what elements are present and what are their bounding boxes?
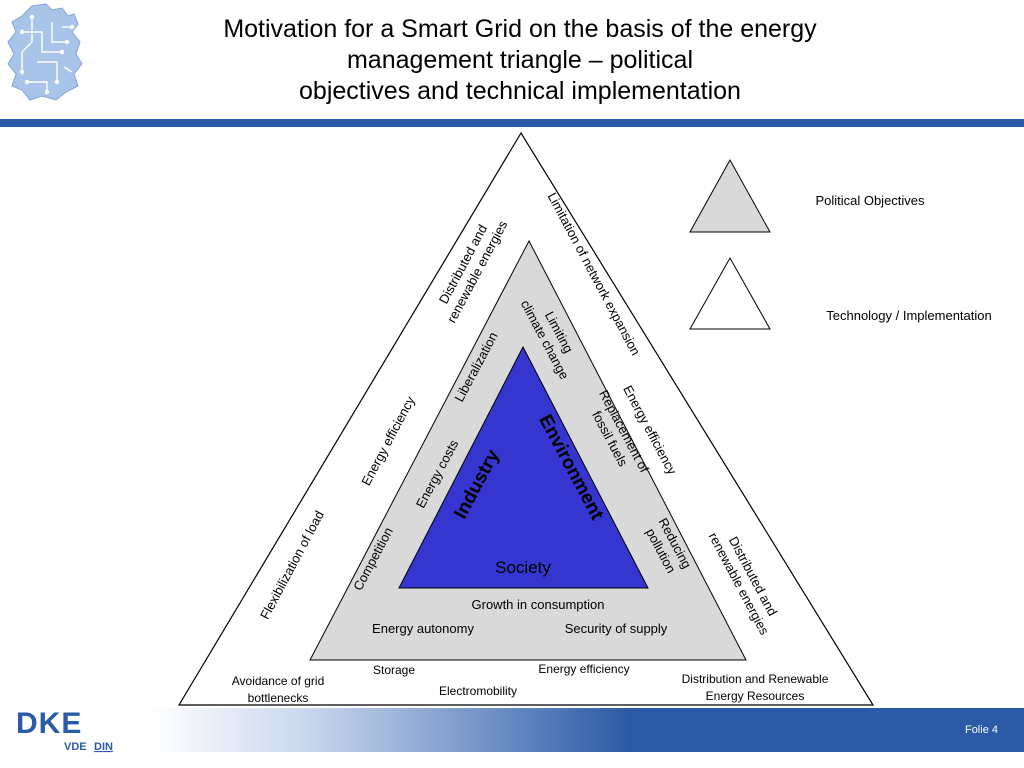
svg-text:Avoidance of grid: Avoidance of grid [232,674,325,688]
dke-logo: DKE VDE DIN [16,707,113,753]
legend-technology-triangle [689,256,771,330]
svg-text:DKE: DKE [16,707,82,740]
slide-title: Motivation for a Smart Grid on the basis… [150,14,890,107]
header-divider-bar [0,119,1024,127]
distribution-renewable-resources-label: Distribution and Renewable Energy Resour… [682,672,829,703]
energy-efficiency-bottom-label: Energy efficiency [538,662,629,676]
legend-political-label: Political Objectives [815,193,925,208]
electromobility-label: Electromobility [439,684,517,698]
svg-text:bottlenecks: bottlenecks [248,691,309,705]
legend-technology-label: Technology / Implementation [826,308,991,323]
core-triangle [398,345,649,589]
svg-text:DIN: DIN [94,741,113,753]
avoidance-grid-bottlenecks-label: Avoidance of grid bottlenecks [232,674,325,705]
title-line-3: objectives and technical implementation [299,77,741,105]
title-line-1: Motivation for a Smart Grid on the basis… [223,15,817,43]
title-line-2: management triangle – political [346,46,694,74]
legend-political-triangle [689,158,771,233]
svg-text:Energy Resources: Energy Resources [706,689,805,703]
slide-number: Folie 4 [964,724,998,736]
energy-autonomy-label: Energy autonomy [372,621,474,636]
germany-circuit-logo [7,3,83,101]
growth-in-consumption-label: Growth in consumption [472,597,605,612]
footer-gradient-bar [150,708,1024,752]
svg-text:Distribution and Renewable: Distribution and Renewable [682,672,829,686]
security-of-supply-label: Security of supply [565,621,668,636]
storage-label: Storage [373,663,415,677]
society-label: Society [495,558,551,577]
svg-text:VDE: VDE [64,741,87,753]
